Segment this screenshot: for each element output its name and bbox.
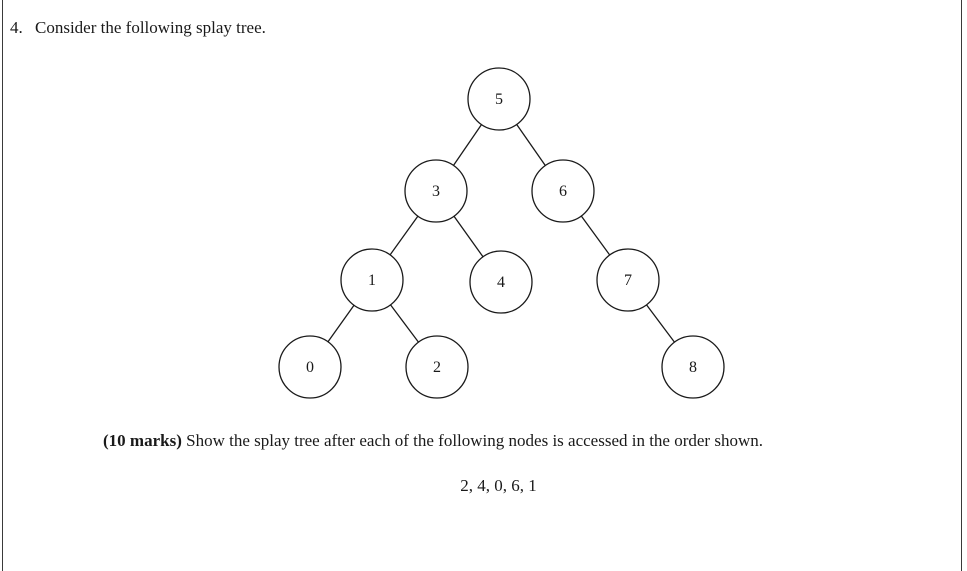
tree-node-7: 7 — [596, 248, 660, 312]
tree-edge-5-6 — [516, 124, 546, 166]
tree-node-2: 2 — [405, 335, 469, 399]
tree-node-circle — [469, 250, 533, 314]
tree-node-circle — [404, 159, 468, 223]
tree-edges — [327, 124, 675, 343]
tree-node-circle — [596, 248, 660, 312]
tree-edge-3-4 — [453, 215, 484, 258]
tree-node-label: 2 — [433, 359, 441, 376]
tree-edge-7-8 — [646, 304, 675, 343]
tree-edge-6-7 — [580, 215, 611, 256]
tree-node-label: 4 — [497, 274, 505, 291]
tree-node-label: 7 — [624, 272, 632, 289]
tree-node-label: 6 — [559, 183, 567, 200]
instruction-body: Show the splay tree after each of the fo… — [181, 431, 763, 450]
tree-node-circle — [278, 335, 342, 399]
tree-node-5: 5 — [467, 67, 531, 131]
marks-label: (10 marks) — [103, 431, 182, 450]
tree-node-circle — [467, 67, 531, 131]
tree-node-label: 5 — [495, 91, 503, 108]
tree-node-circle — [405, 335, 469, 399]
tree-node-4: 4 — [469, 250, 533, 314]
question-header: 4. Consider the following splay tree. — [10, 18, 266, 38]
tree-node-0: 0 — [278, 335, 342, 399]
tree-node-label: 3 — [432, 183, 440, 200]
access-sequence: 2, 4, 0, 6, 1 — [460, 476, 537, 495]
tree-node-circle — [340, 248, 404, 312]
question-prompt: Consider the following splay tree. — [35, 18, 266, 37]
tree-node-8: 8 — [661, 335, 725, 399]
tree-edge-1-0 — [327, 304, 355, 343]
tree-node-6: 6 — [531, 159, 595, 223]
tree-edge-5-3 — [452, 124, 483, 166]
tree-node-label: 0 — [306, 359, 314, 376]
question-number: 4. — [10, 18, 23, 37]
tree-node-label: 1 — [368, 272, 376, 289]
tree-node-3: 3 — [404, 159, 468, 223]
tree-node-1: 1 — [340, 248, 404, 312]
tree-edge-1-2 — [390, 304, 419, 343]
tree-node-circle — [661, 335, 725, 399]
tree-node-label: 8 — [689, 359, 697, 376]
tree-edge-3-1 — [389, 215, 419, 256]
tree-node-circle — [531, 159, 595, 223]
instruction-text: (10 marks) Show the splay tree after eac… — [103, 431, 763, 451]
